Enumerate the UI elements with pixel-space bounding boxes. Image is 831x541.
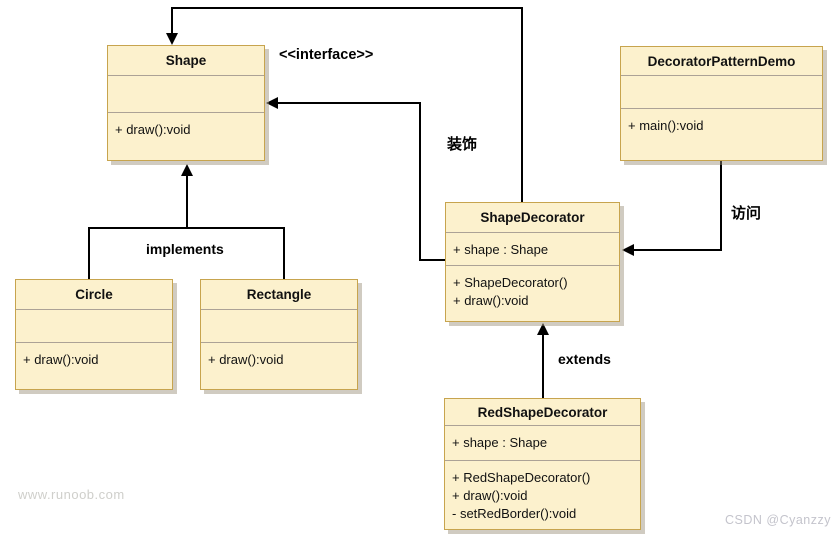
class-rectangle-title: Rectangle (201, 280, 357, 310)
assoc-decorate-vline (419, 102, 421, 261)
assoc-decorate-hline-lower (419, 259, 446, 261)
access-vline (720, 161, 722, 251)
class-circle-title: Circle (16, 280, 172, 310)
class-shape-title: Shape (108, 46, 264, 76)
watermark-runoob: www.runoob.com (18, 487, 125, 502)
class-shapedecorator-attributes: + shape : Shape (446, 233, 619, 266)
class-redshapedecorator-attributes: + shape : Shape (445, 426, 640, 461)
method-label: + draw():void (453, 293, 529, 308)
method-label: + draw():void (452, 488, 528, 503)
assoc-shapedecorator-shape-top-vline (521, 7, 523, 203)
arrowhead-into-shapedecorator-bottom (537, 323, 549, 335)
method-label: - setRedBorder():void (452, 506, 577, 521)
class-circle-attributes (16, 310, 172, 343)
decorate-label: 装饰 (447, 136, 478, 153)
class-decoratorpatterndemo-methods: + main():void (621, 109, 822, 135)
implements-label: implements (146, 241, 224, 257)
class-rectangle-attributes (201, 310, 357, 343)
class-rectangle-methods: + draw():void (201, 343, 357, 369)
method-label: + RedShapeDecorator() (452, 470, 591, 485)
class-shapedecorator-title: ShapeDecorator (446, 203, 619, 233)
class-shape-attributes (108, 76, 264, 113)
interface-stereotype-label: <<interface>> (279, 47, 374, 63)
class-decoratorpatterndemo: DecoratorPatternDemo + main():void (620, 46, 823, 161)
arrowhead-into-shape-right (266, 97, 278, 109)
class-shape: Shape + draw():void (107, 45, 265, 161)
arrowhead-into-shape-top (166, 33, 178, 45)
class-shapedecorator: ShapeDecorator + shape : Shape + ShapeDe… (445, 202, 620, 322)
watermark-csdn: CSDN @Cyanzzy (725, 513, 831, 527)
implements-circle-vline (88, 228, 90, 279)
class-rectangle: Rectangle + draw():void (200, 279, 358, 390)
class-redshapedecorator-title: RedShapeDecorator (445, 399, 640, 426)
method-label: + draw():void (115, 122, 191, 137)
assoc-shapedecorator-shape-top-hline (171, 7, 523, 9)
extends-vline (542, 334, 544, 399)
arrowhead-into-shapedecorator-right (622, 244, 634, 256)
method-label: + main():void (628, 118, 704, 133)
implements-shape-vline (186, 175, 188, 229)
class-shape-methods: + draw():void (108, 113, 264, 139)
attribute-label: + shape : Shape (453, 242, 549, 257)
class-decoratorpatterndemo-title: DecoratorPatternDemo (621, 47, 822, 76)
class-redshapedecorator: RedShapeDecorator + shape : Shape + RedS… (444, 398, 641, 530)
method-label: + draw():void (23, 352, 99, 367)
class-circle-methods: + draw():void (16, 343, 172, 369)
access-hline (634, 249, 722, 251)
assoc-shapedecorator-shape-top-drop (171, 7, 173, 35)
access-label: 访问 (731, 205, 762, 222)
arrowhead-into-shape-bottom (181, 164, 193, 176)
class-redshapedecorator-methods: + RedShapeDecorator() + draw():void - se… (445, 461, 640, 523)
attribute-label: + shape : Shape (452, 435, 548, 450)
class-decoratorpatterndemo-attributes (621, 76, 822, 109)
implements-rectangle-vline (283, 228, 285, 279)
class-circle: Circle + draw():void (15, 279, 173, 390)
class-shapedecorator-methods: + ShapeDecorator() + draw():void (446, 266, 619, 310)
method-label: + draw():void (208, 352, 284, 367)
extends-label: extends (558, 351, 611, 367)
method-label: + ShapeDecorator() (453, 275, 568, 290)
assoc-decorate-hline-upper (278, 102, 421, 104)
